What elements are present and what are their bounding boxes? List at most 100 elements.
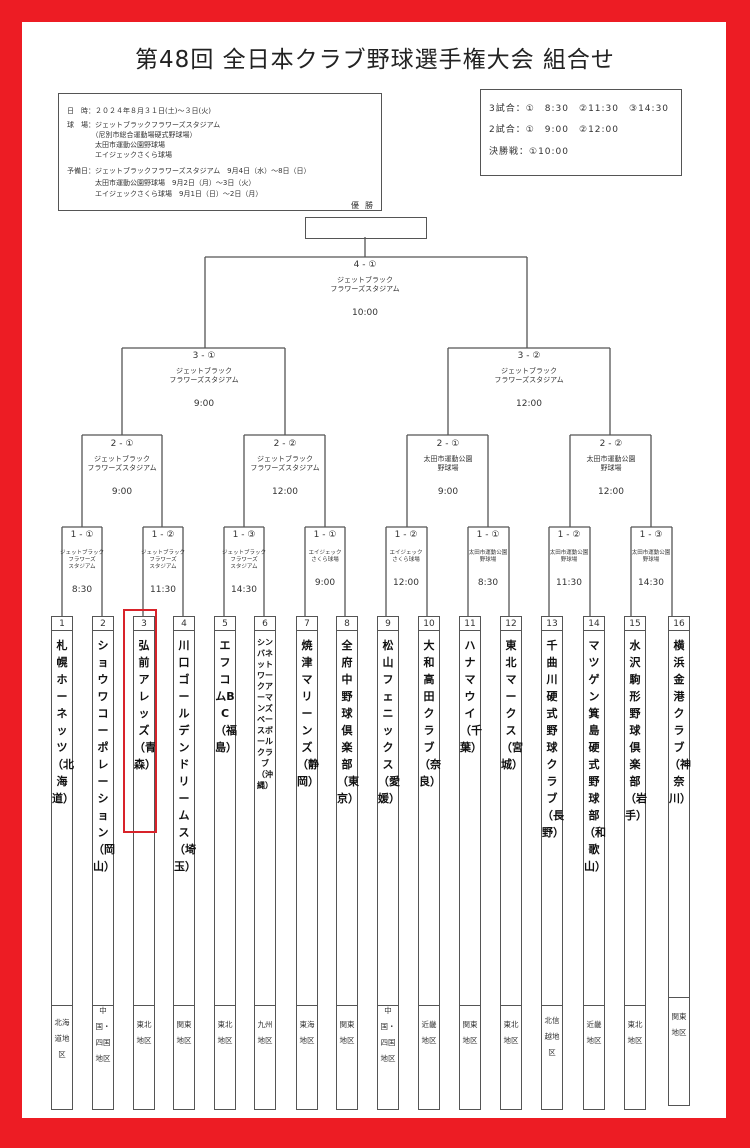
team-region: 北海道地区 (54, 1018, 70, 1059)
team-name: 札幌ホーネッツ（北海道） (52, 639, 74, 805)
bracket-line-qf3 (406, 434, 489, 527)
info-line: エイジェックさくら球場 (67, 151, 172, 159)
team-name: エフコムBC（福島） (215, 639, 237, 754)
team-region: 東北地区 (503, 1020, 519, 1045)
bracket-line-semi1 (121, 347, 286, 435)
team-region: 近畿地区 (421, 1020, 437, 1045)
time-line: 決勝戦：①10:00 (489, 147, 570, 157)
match-label-r1-5: 1 - ② エイジェック さくら球場 12:00 (389, 530, 423, 588)
bracket-line-r1-1 (61, 526, 103, 616)
team-region: 中国・四国地区 (95, 1006, 111, 1063)
team-column: 6 シンバネットワークアーマンズベースボールクラブ（沖縄） 九州地区 (254, 616, 276, 1110)
game-times-box: 3試合：① 8:30 ②11:30 ③14:30 2試合：① 9:00 ②12:… (480, 89, 682, 176)
team-column: 15 水沢駒形野球倶楽部（岩手） 東北地区 (624, 616, 647, 1110)
match-label-r1-1: 1 - ① ジェットブラック フラワーズ スタジアム 8:30 (59, 530, 105, 595)
team-region: 九州地区 (257, 1020, 273, 1045)
team-name: 全府中野球倶楽部（東京） (337, 639, 359, 805)
bracket-line-r1-2 (142, 526, 184, 616)
team-name: ハナマウイ（千葉） (460, 639, 482, 754)
team-region: 中国・四国地区 (380, 1006, 396, 1063)
team-column: 12 東北マークス（宮城） 東北地区 (500, 616, 523, 1110)
team-name: 東北マークス（宮城） (501, 639, 523, 771)
team-region: 関東地区 (671, 1012, 687, 1037)
team-number: 15 (629, 619, 641, 629)
team-name: 松山フェニックス（愛媛） (378, 639, 400, 805)
bracket-line-qf2 (243, 434, 326, 527)
match-label-r1-6: 1 - ① 太田市運動公園 野球場 8:30 (468, 530, 508, 588)
match-label-final: 4 - ① ジェットブラック フラワーズスタジアム 10:00 (330, 260, 400, 318)
team-number: 11 (464, 619, 476, 629)
team-column: 9 松山フェニックス（愛媛） 中国・四国地区 (377, 616, 400, 1110)
team-region: 関東地区 (176, 1020, 192, 1045)
team-column: 13 千曲川硬式野球クラブ（長野） 北信越地区 (541, 616, 564, 1110)
match-label-qf2: 2 - ② ジェットブラック フラワーズスタジアム 12:00 (250, 439, 320, 497)
team-name: シンバネットワークアーマンズベースボールクラブ（沖縄） (257, 638, 273, 790)
info-line: 太田市運動公園野球場 (67, 141, 165, 149)
team-number: 1 (59, 619, 65, 629)
team-column: 10 大和高田クラブ（奈良） 近畿地区 (418, 616, 441, 1110)
team-number: 5 (222, 619, 228, 629)
team-name: 千曲川硬式野球クラブ（長野） (542, 639, 564, 839)
match-label-r1-7: 1 - ② 太田市運動公園 野球場 11:30 (549, 530, 589, 588)
team-number: 7 (304, 619, 310, 629)
team-region: 北信越地区 (544, 1016, 560, 1057)
team-region: 近畿地区 (586, 1020, 602, 1045)
match-label-qf4: 2 - ② 太田市運動公園 野球場 12:00 (586, 439, 636, 497)
team-name: ショウワコーポレーション（岡山） (93, 639, 115, 873)
bracket-line-r1-8 (630, 526, 673, 616)
team-column: 11 ハナマウイ（千葉） 関東地区 (459, 616, 482, 1110)
highlight-frame-team-3 (123, 609, 157, 833)
team-column: 7 焼津マリーンズ（静岡） 東海地区 (296, 616, 319, 1110)
time-line: 3試合：① 8:30 ②11:30 ③14:30 (489, 104, 670, 114)
team-number: 6 (262, 619, 268, 629)
team-name: 弘前アレッズ（青森） (134, 639, 156, 771)
team-number: 4 (181, 619, 187, 629)
page-title: 第48回 全日本クラブ野球選手権大会 組合せ (135, 47, 615, 73)
team-column: 5 エフコムBC（福島） 東北地区 (214, 616, 237, 1110)
schedule-info-box: 日 時：２０２４年８月３１日(土)～３日(火) 球 場：ジェットブラックフラワー… (58, 93, 382, 211)
bracket-line-final (204, 237, 528, 348)
team-region: 東北地区 (136, 1020, 152, 1045)
bracket-line-r1-6 (467, 526, 510, 616)
info-line: 球 場：ジェットブラックフラワーズスタジアム (67, 121, 221, 129)
team-name: マツゲン箕島硬式野球部（和歌山） (584, 639, 606, 873)
team-number: 9 (385, 619, 391, 629)
team-column: 8 全府中野球倶楽部（東京） 関東地区 (336, 616, 359, 1110)
team-name: 焼津マリーンズ（静岡） (297, 639, 319, 788)
match-label-qf3: 2 - ① 太田市運動公園 野球場 9:00 (423, 439, 473, 497)
team-column: 14 マツゲン箕島硬式野球部（和歌山） 近畿地区 (583, 616, 606, 1110)
team-region: 東海地区 (299, 1020, 315, 1045)
team-number: 10 (423, 619, 435, 629)
team-number: 8 (344, 619, 350, 629)
team-number: 14 (588, 619, 600, 629)
match-label-r1-3: 1 - ③ ジェットブラック フラワーズ スタジアム 14:30 (221, 530, 267, 595)
bracket-line-r1-7 (548, 526, 591, 616)
team-column: 4 川口ゴールデンドリームス（埼玉） 関東地区 (173, 616, 196, 1110)
team-name: 横浜金港クラブ（神奈川） (669, 639, 691, 805)
team-name: 川口ゴールデンドリームス（埼玉） (174, 639, 196, 873)
team-number: 16 (673, 619, 685, 629)
match-label-r1-2: 1 - ② ジェットブラック フラワーズ スタジアム 11:30 (140, 530, 186, 595)
info-line: （尼別市総合運動場硬式野球場） (67, 131, 197, 139)
team-number: 13 (546, 619, 558, 629)
champion-label: 優勝 (351, 201, 379, 210)
team-region: 関東地区 (339, 1020, 355, 1045)
match-label-qf1: 2 - ① ジェットブラック フラワーズスタジアム 9:00 (87, 439, 157, 497)
match-label-semi1: 3 - ① ジェットブラック フラワーズスタジアム 9:00 (169, 351, 239, 409)
match-label-r1-8: 1 - ③ 太田市運動公園 野球場 14:30 (631, 530, 671, 588)
team-region: 東北地区 (627, 1020, 643, 1045)
info-line: 日 時：２０２４年８月３１日(土)～３日(火) (67, 107, 211, 115)
team-number: 2 (100, 619, 106, 629)
time-line: 2試合：① 9:00 ②12:00 (489, 125, 620, 135)
champion-box (305, 217, 427, 239)
info-line: 太田市運動公園野球場 9月2日（月）～3日（火） (67, 179, 256, 187)
bracket-line-r1-3 (223, 526, 265, 616)
bracket-line-qf4 (569, 434, 652, 527)
bracket-line-r1-5 (385, 526, 428, 616)
bracket-line-r1-4 (304, 526, 346, 616)
team-column: 3 弘前アレッズ（青森） 東北地区 (133, 616, 156, 1110)
bracket-line-qf1 (81, 434, 163, 527)
bracket-line-semi2 (447, 347, 611, 435)
team-column: 2 ショウワコーポレーション（岡山） 中国・四国地区 (92, 616, 115, 1110)
